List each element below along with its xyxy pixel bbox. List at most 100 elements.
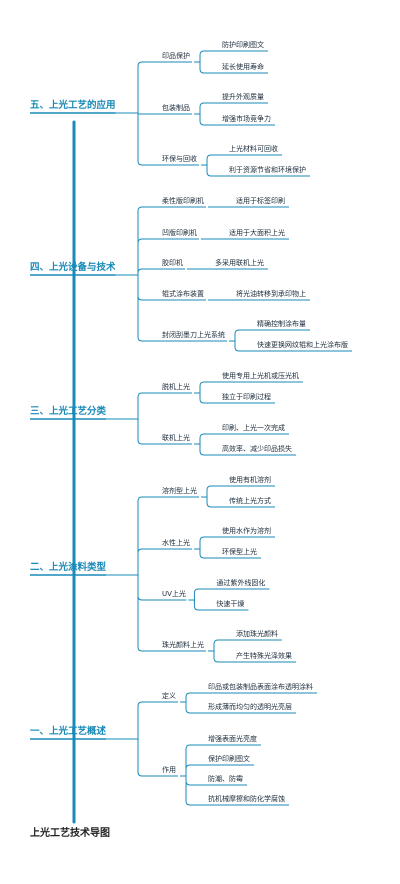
- branch-label: 脱机上光: [162, 382, 190, 391]
- leaf-connector: [180, 764, 204, 777]
- leaf-label: 将光油转移到承印物上: [236, 289, 306, 298]
- branch-connector: [132, 548, 160, 576]
- branch-label: 溶剂型上光: [162, 486, 197, 495]
- branch-label: UV上光: [162, 589, 186, 598]
- branch-label: 作用: [162, 765, 176, 774]
- branch-connector: [132, 268, 160, 276]
- leaf-label: 多采用联机上光: [215, 258, 264, 267]
- leaf-label: 利于资源节省和环境保护: [229, 165, 306, 174]
- leaf-connector: [188, 599, 213, 611]
- section-label: 四、上光设备与技术: [30, 261, 116, 273]
- leaf-connector: [194, 113, 218, 126]
- branch-label: 水性上光: [162, 538, 190, 547]
- leaf-connector: [201, 485, 225, 498]
- leaf-connector: [194, 433, 218, 445]
- leaf-connector: [194, 536, 218, 550]
- branch-label: 凹版印刷机: [162, 228, 197, 237]
- section-node: 五、上光工艺的应用: [30, 99, 116, 111]
- leaf-label: 环保型上光: [222, 547, 257, 556]
- leaf-label: 形成薄而均匀的透明光亮层: [208, 702, 292, 711]
- branch-connector: [132, 206, 160, 276]
- leaf-connector: [180, 701, 204, 714]
- leaf-label: 保护印刷图文: [208, 754, 250, 763]
- branch-connector: [132, 61, 160, 114]
- leaf-label: 提升外观质量: [222, 92, 264, 101]
- leaf-connector: [180, 692, 204, 703]
- leaf-label: 使用有机溶剂: [229, 475, 271, 484]
- branch-connector: [132, 574, 160, 601]
- leaf-connector: [194, 443, 218, 456]
- leaf-connector: [194, 392, 218, 404]
- branch-node: 凹版印刷机 适用于大面积上光: [162, 228, 285, 237]
- leaf-connector: [188, 588, 213, 601]
- map-title: 上光工艺技术导图: [30, 826, 110, 839]
- branch-connector: [132, 274, 160, 342]
- leaf-connector: [194, 102, 218, 115]
- section-node: 四、上光设备与技术: [30, 261, 116, 273]
- section-label: 三、上光工艺分类: [30, 405, 107, 417]
- branch-label: 封闭刮墨刀上光系统: [162, 330, 225, 339]
- leaf-label: 适用于大面积上光: [229, 228, 285, 237]
- leaf-label: 添加珠光颜料: [236, 629, 278, 638]
- branch-label: 胶印机: [162, 258, 183, 267]
- branch-node: 胶印机 多采用联机上光: [162, 258, 264, 267]
- section-label: 一、上光工艺概述: [30, 725, 107, 737]
- branch-label: 珠光颜料上光: [162, 640, 204, 649]
- section-node: 一、上光工艺概述: [30, 725, 107, 737]
- leaf-connector: [194, 381, 218, 394]
- connector-lines: [30, 50, 352, 824]
- leaf-label: 独立于印刷过程: [222, 392, 271, 401]
- branch-connector: [132, 238, 160, 276]
- leaf-label: 通过紫外线固化: [216, 578, 265, 587]
- leaf-connector: [194, 61, 218, 74]
- leaf-label: 适用于标签印刷: [236, 196, 285, 205]
- section-label: 二、上光涂料类型: [30, 561, 107, 573]
- branch-label: 柔性版印刷机: [162, 196, 204, 205]
- branch-connector: [132, 112, 160, 166]
- leaf-label: 使用专用上光机或压光机: [222, 371, 299, 380]
- branch-label: 辊式涂布装置: [162, 289, 204, 298]
- leaf-connector: [201, 496, 225, 508]
- section-node: 二、上光涂料类型: [30, 561, 107, 573]
- branch-node: 柔性版印刷机 适用于标签印刷: [162, 196, 285, 205]
- leaf-label: 传统上光方式: [229, 496, 271, 505]
- leaf-label: 防潮、防霉: [208, 774, 243, 783]
- leaf-connector: [229, 329, 253, 342]
- leaf-label: 上光材料可回收: [229, 144, 278, 153]
- branch-label: 环保与回收: [162, 154, 197, 163]
- leaf-label: 精确控制涂布量: [257, 319, 306, 328]
- leaf-connector: [201, 154, 225, 166]
- branch-connector: [132, 701, 160, 740]
- leaf-connector: [194, 548, 218, 559]
- leaf-connector: [180, 775, 204, 786]
- leaf-label: 高效率、减少印品损失: [222, 444, 292, 453]
- branch-connector: [132, 392, 160, 420]
- leaf-label: 印刷、上光一次完成: [222, 423, 285, 432]
- branch-label: 印品保护: [162, 51, 190, 60]
- branch-label: 联机上光: [162, 433, 190, 442]
- leaf-connector: [229, 340, 253, 352]
- branch-connector: [132, 574, 160, 652]
- mind-map-nodes: 五、上光工艺的应用印品保护防护印刷图文延长使用寿命包装制品提升外观质量增强市场竞…: [30, 40, 348, 803]
- branch-label: 包装制品: [162, 103, 190, 112]
- leaf-label: 延长使用寿命: [222, 62, 264, 71]
- leaf-label: 印品或包装制品表面涂布透明涂料: [208, 682, 313, 691]
- leaf-connector: [194, 50, 218, 63]
- section-node: 三、上光工艺分类: [30, 405, 107, 417]
- leaf-label: 快速更换网纹辊和上光涂布版: [257, 340, 348, 349]
- leaf-label: 快速干燥: [216, 599, 244, 608]
- leaf-connector: [208, 650, 232, 663]
- leaf-connector: [180, 744, 204, 777]
- leaf-label: 使用水作为溶剂: [222, 526, 271, 535]
